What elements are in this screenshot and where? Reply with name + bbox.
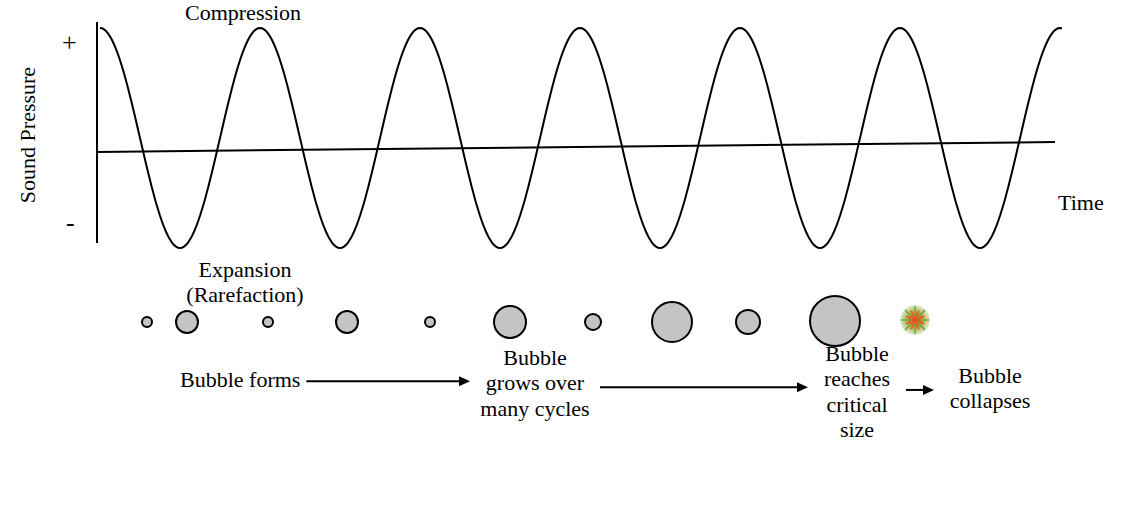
bubble [652,302,692,342]
burst-spike [901,319,911,321]
arrow-line [906,389,925,391]
arrow-head [797,382,808,392]
flow-arrow [906,385,934,395]
sign-label: + [62,28,77,58]
burst-spike [917,324,919,330]
stage-text: Bubble grows over many cycles [476,345,594,421]
arrow-line [600,386,799,388]
arrow-head [923,385,934,395]
axis-label: Time [1058,190,1104,215]
stage-label: Bubble reaches critical size [814,341,900,442]
sign-label: - [66,208,75,238]
bubble [176,311,198,333]
stage-text: Bubble forms [180,367,300,392]
axis-label: Compression [185,0,301,25]
burst-spike [911,311,913,317]
phase-label: Expansion (Rarefaction) [173,257,318,308]
arrow-line [306,380,461,382]
bubble [585,314,601,330]
burst-spike [914,324,916,334]
stage-label: Bubble grows over many cycles [476,345,594,421]
bubble [494,306,526,338]
burst-spike [919,316,925,318]
flow-arrow [600,382,808,392]
arrow-head [459,376,470,386]
stage-text: Bubble reaches critical size [814,341,900,442]
bubble [336,311,358,333]
bubble [810,296,860,346]
bubble [736,310,760,334]
bubble [142,317,152,327]
bubble [263,317,273,327]
bubble-burst [900,305,930,335]
x-axis [97,142,1055,152]
burst-spike [919,319,929,321]
stage-text: Bubble collapses [940,363,1040,414]
stage-label: Bubble forms [180,367,300,392]
bubble [425,317,435,327]
sound-wave [100,28,1062,248]
flow-arrow [306,376,470,386]
stage-label: Bubble collapses [940,363,1040,414]
burst-spike [906,322,912,324]
burst-spike [914,306,916,316]
axis-title: Sound Pressure [15,67,40,203]
y-axis [96,22,98,243]
